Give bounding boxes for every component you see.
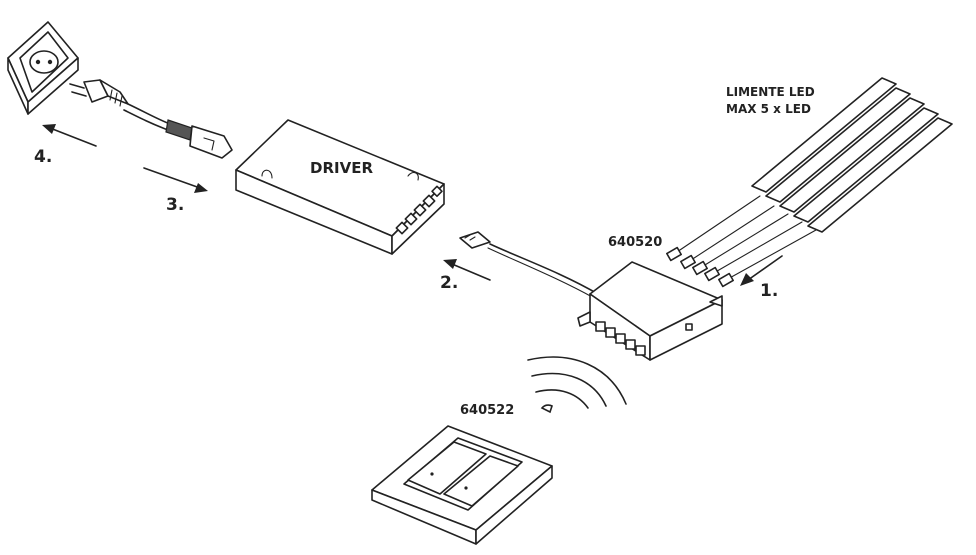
power-cable-2	[123, 109, 169, 131]
led-label-line2: MAX 5 x LED	[726, 102, 811, 116]
led-strips	[666, 77, 953, 288]
iec-connector	[165, 119, 233, 159]
power-plug	[69, 79, 129, 107]
led-label-line1: LIMENTE LED	[726, 85, 815, 99]
receiver-box	[577, 261, 723, 361]
step-4-label: 4.	[34, 147, 52, 167]
receiver-cable	[489, 243, 599, 295]
wall-socket	[7, 21, 79, 115]
arrow-step-2	[443, 259, 491, 281]
receiver-cable-2	[487, 247, 595, 299]
remote-code-label: 640522	[460, 403, 514, 418]
arrow-step-1	[740, 255, 783, 286]
arrow-step-3	[143, 167, 208, 193]
receiver-plug	[459, 231, 491, 249]
step-1-label: 1.	[760, 281, 778, 301]
power-cable	[127, 103, 171, 125]
driver-label: DRIVER	[310, 159, 373, 177]
step-2-label: 2.	[440, 273, 458, 293]
receiver-code-label: 640520	[608, 235, 662, 250]
remote-switch	[371, 425, 553, 545]
step-3-label: 3.	[166, 195, 184, 215]
driver-box	[235, 119, 445, 255]
arrow-step-4	[42, 124, 97, 147]
wireless-signal-icon	[527, 356, 627, 414]
